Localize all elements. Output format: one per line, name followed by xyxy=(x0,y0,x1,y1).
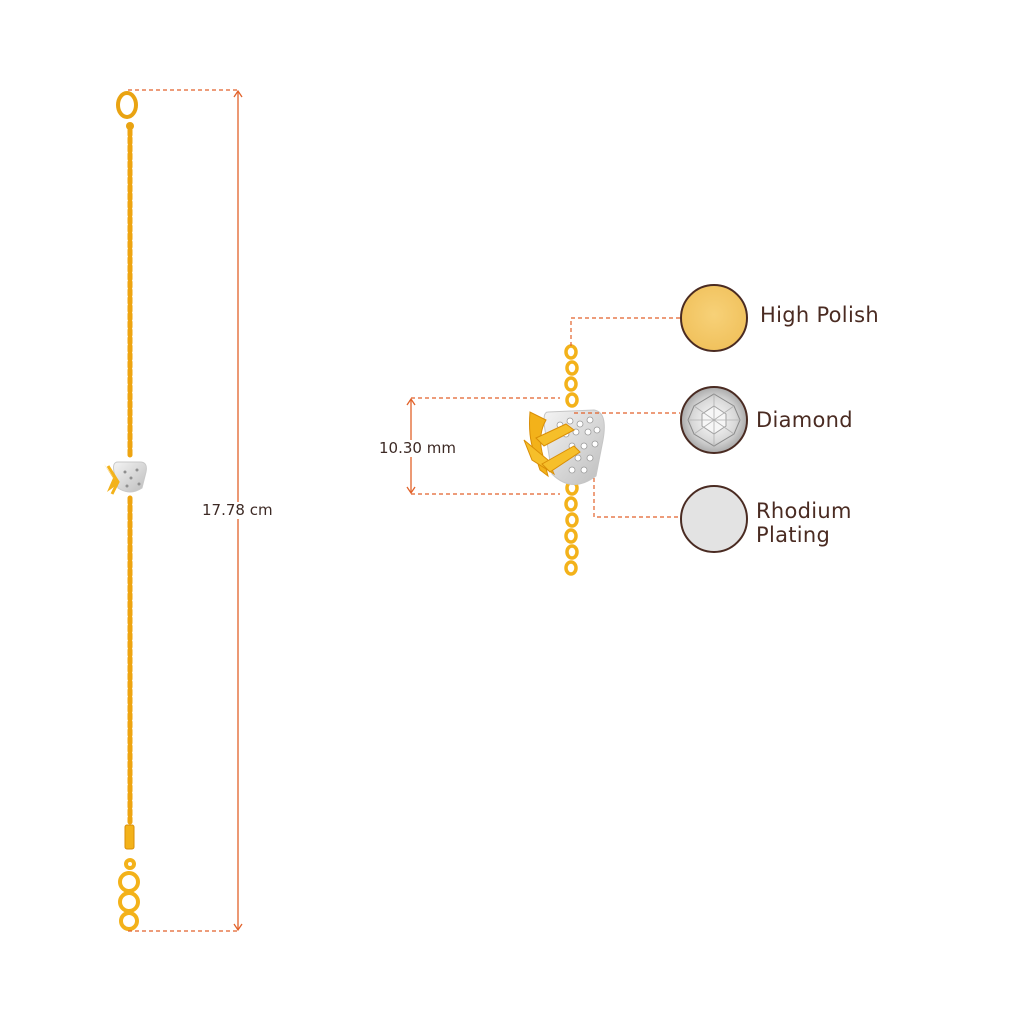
diamond-swatch-icon xyxy=(680,386,748,454)
leader-lines xyxy=(570,317,680,518)
material-label-diamond: Diamond xyxy=(756,408,853,432)
gold-petals xyxy=(523,411,581,478)
material-label-high-polish: High Polish xyxy=(760,303,879,327)
extender-rings xyxy=(118,858,140,931)
lobster-clasp xyxy=(116,91,138,130)
length-label: 17.78 cm xyxy=(200,501,275,520)
brand-tag xyxy=(124,824,135,850)
full-bracelet xyxy=(104,91,147,931)
charm-small xyxy=(104,461,147,495)
material-swatches xyxy=(680,284,748,553)
material-label-rhodium: Rhodium Plating xyxy=(756,499,852,548)
charm-height-label: 10.30 mm xyxy=(379,439,456,458)
gold-swatch-icon xyxy=(680,284,748,352)
rhodium-swatch-icon xyxy=(680,485,748,553)
charm-closeup xyxy=(523,344,605,576)
